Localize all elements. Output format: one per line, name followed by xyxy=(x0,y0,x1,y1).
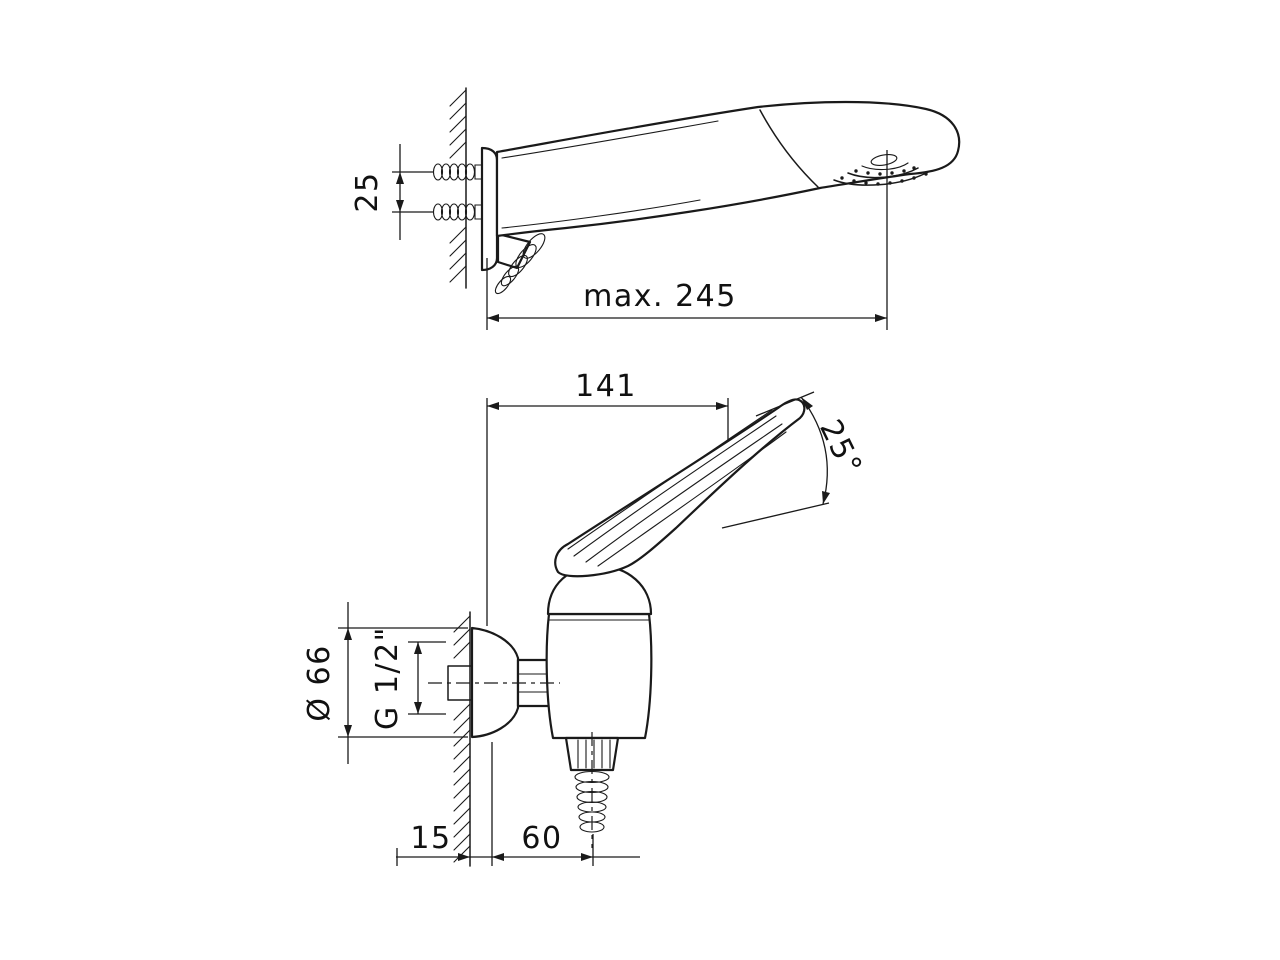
wall-hatch-bottom xyxy=(453,615,471,863)
wall-bracket xyxy=(480,146,499,272)
lever-handle xyxy=(554,398,806,578)
wall-hatch-top xyxy=(449,89,467,283)
dimension-thread-g12: G 1/2" xyxy=(370,626,446,730)
mixer-body xyxy=(545,612,653,740)
hose-cone xyxy=(496,232,532,270)
handle-contour-4 xyxy=(597,431,787,567)
dimension-diameter-66: Ø 66 xyxy=(302,602,468,764)
dimension-width-141: 141 xyxy=(486,369,729,626)
dimension-max-reach: max. 245 xyxy=(486,150,888,330)
dim-label-thread: G 1/2" xyxy=(370,626,405,730)
handle-contour-3 xyxy=(585,423,783,563)
hand-shower-side-view: 25 max. 245 xyxy=(350,87,961,330)
dim-label-diameter: Ø 66 xyxy=(302,644,337,721)
head-handle-contour xyxy=(759,109,819,188)
dim-label-outlet-offset: 60 xyxy=(521,821,562,856)
spray-face xyxy=(833,154,929,186)
dim-label-width: 141 xyxy=(575,369,637,404)
dim-label-pitch: 25 xyxy=(350,171,385,212)
dimension-pitch-25: 25 xyxy=(350,144,434,240)
dim-label-wall-offset: 15 xyxy=(410,821,451,856)
mounting-screw-upper xyxy=(432,163,484,181)
handle-top-contour xyxy=(501,120,719,159)
handle-bottom-contour xyxy=(501,199,701,229)
mounting-screw-lower xyxy=(432,203,484,221)
hand-shower-outline xyxy=(495,100,961,238)
mixer-front-view: 141 25° Ø 66 G 1/2" xyxy=(302,369,869,867)
dim-label-max-reach: max. 245 xyxy=(583,279,737,314)
dim-label-angle: 25° xyxy=(812,414,869,481)
hose-spring-coil xyxy=(494,233,546,295)
handle-contour-1 xyxy=(567,409,773,550)
dimension-offsets-15-60: 15 60 xyxy=(396,742,640,866)
handle-contour-2 xyxy=(573,415,777,557)
